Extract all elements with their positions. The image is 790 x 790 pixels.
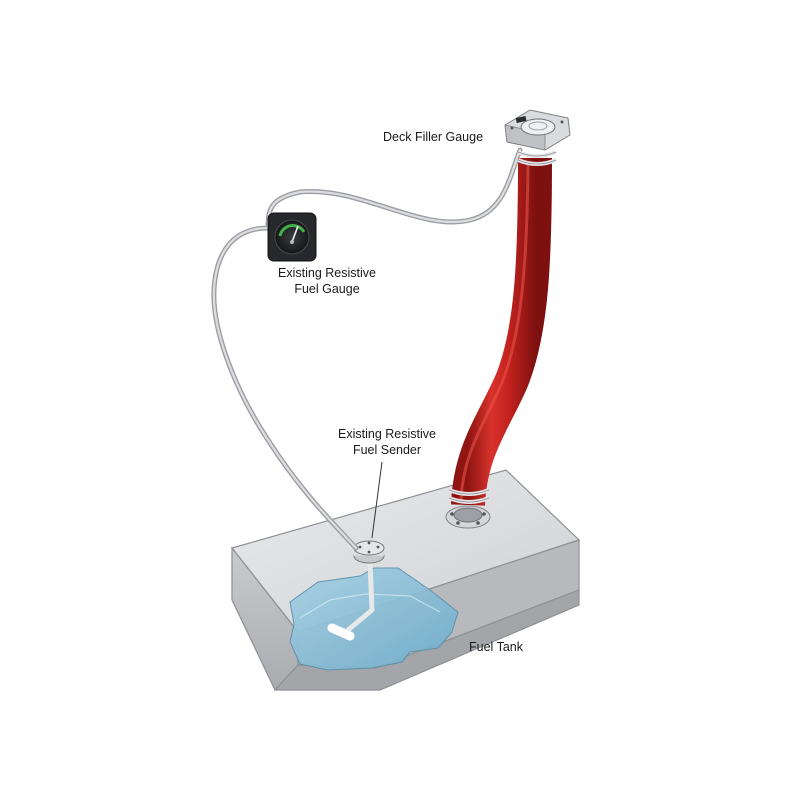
hose-body (451, 157, 552, 507)
fuel-tank-label: Fuel Tank (469, 640, 523, 654)
tank-fill-port (445, 505, 491, 529)
fuel-sender (327, 540, 385, 641)
resistive-sender-label-line2: Fuel Sender (352, 443, 422, 457)
fuel-tank (230, 469, 581, 692)
fill-hose (448, 150, 557, 507)
resistive-gauge-label-line1: Existing Resistive (278, 266, 376, 280)
hose-clamp-bottom (448, 488, 490, 504)
sender-callout-line (371, 461, 383, 539)
resistive-fuel-gauge (267, 212, 317, 262)
sender-float (327, 623, 355, 641)
deck-filler-gauge-window (515, 116, 527, 123)
sender-arm (345, 607, 375, 633)
gauge-needle (291, 225, 299, 243)
hose-clamp-top (517, 150, 557, 166)
resistive-sender-label: Existing Resistive Fuel Sender (322, 426, 452, 458)
fuel-surface-highlight (299, 593, 441, 619)
tank-bottom-bevel (273, 589, 580, 691)
gauge-scale-arc (278, 224, 306, 237)
deck-filler-gauge-label: Deck Filler Gauge (383, 130, 484, 144)
resistive-gauge-label: Existing Resistive Fuel Gauge (262, 265, 392, 297)
resistive-sender-label-line1: Existing Resistive (338, 427, 436, 441)
resistive-gauge-label-line2: Fuel Gauge (294, 282, 360, 296)
sender-rod (367, 559, 375, 613)
deck-filler-cap (520, 118, 556, 136)
deck-filler (504, 109, 571, 151)
